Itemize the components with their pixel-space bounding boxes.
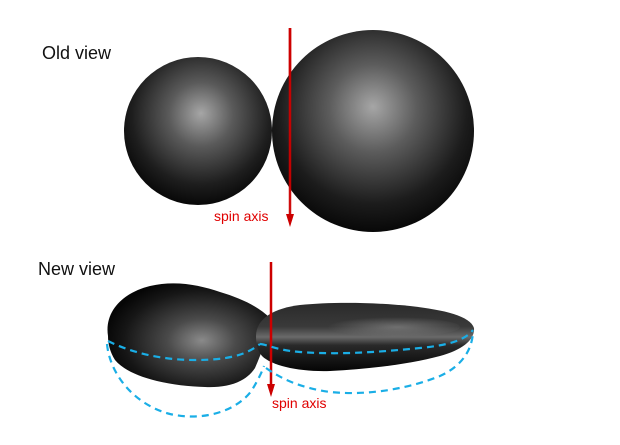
large-lobe-sphere xyxy=(272,30,474,232)
small-lobe-sphere xyxy=(124,57,272,205)
new-view-spin-axis-label: spin axis xyxy=(272,395,327,411)
old-view-spin-axis-label: spin axis xyxy=(214,208,269,224)
new-view-title: New view xyxy=(38,259,116,279)
right-lobe-lower-dashed xyxy=(265,331,475,395)
left-lobe-equator-dashed xyxy=(107,340,261,362)
dashed-outline-group xyxy=(105,329,475,418)
old-view-group xyxy=(124,28,474,232)
right-lobe-highlight xyxy=(320,317,460,337)
new-spin-axis-arrowhead-icon xyxy=(267,384,275,397)
left-lobe-lower-dashed xyxy=(105,343,266,418)
old-spin-axis-arrowhead-icon xyxy=(286,214,294,227)
old-view-title: Old view xyxy=(42,43,112,63)
left-lobe-body xyxy=(107,283,270,388)
new-view-group xyxy=(105,262,475,418)
right-lobe-body xyxy=(256,302,475,372)
right-lobe-equator-dashed xyxy=(259,329,474,355)
